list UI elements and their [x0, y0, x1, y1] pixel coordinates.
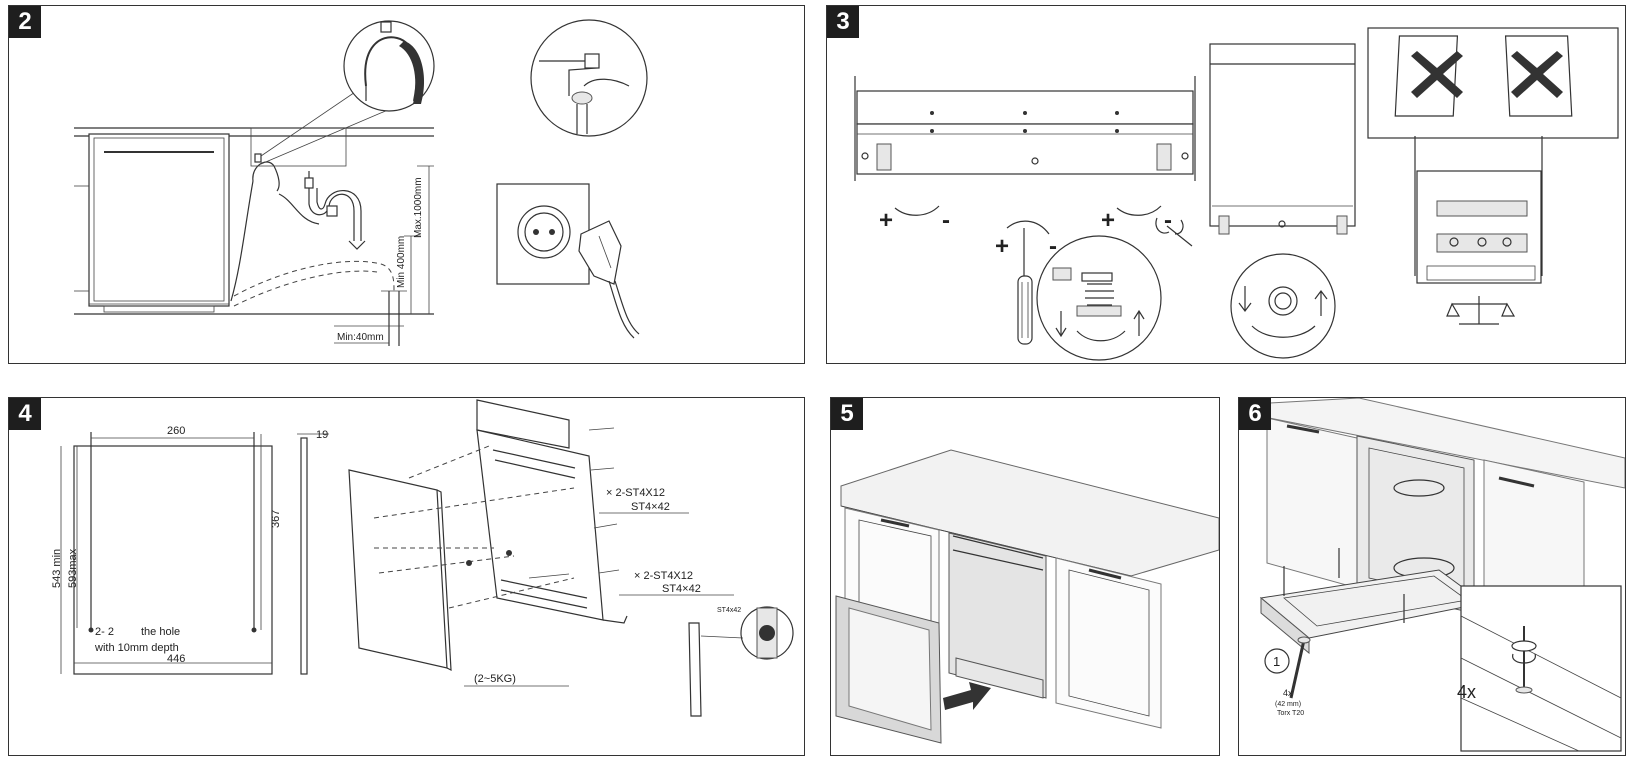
screw-tool: Torx T20 [1277, 710, 1304, 717]
label-min-40: Min:40mm [337, 332, 384, 343]
leveling-rotation-detail [1230, 253, 1336, 359]
door-mounting-frame [476, 429, 604, 621]
screw-quantity: 4x [1283, 688, 1293, 698]
screw-spec-2a: × 2-ST4X12 [634, 570, 693, 582]
plus-sign-left: + [879, 207, 893, 234]
power-socket [496, 183, 590, 285]
slide-in-arrow [943, 682, 991, 710]
panel-step-4: 4 260 367 19 543 min 593max 2- 2 the hol… [8, 397, 805, 756]
step-number-5: 5 [831, 398, 863, 430]
callout-circle [1264, 648, 1290, 674]
minus-sign-left: - [942, 207, 950, 234]
screw-length: (42 mm) [1275, 701, 1301, 708]
step-3-diagram: + - + - + - [854, 27, 1619, 361]
callout-number: 1 [1273, 654, 1280, 669]
step-2-diagram: Max.1000mm Min 400mm Min:40mm [74, 19, 648, 346]
plus-sign-screwdriver: + [995, 233, 1009, 260]
hole-label: the hole [141, 626, 180, 638]
machine-side-view [1209, 43, 1356, 227]
dim-543-min: 543 min [51, 549, 63, 588]
hole-depth-label: with 10mm depth [94, 642, 179, 654]
water-tap-detail [530, 19, 648, 137]
step-number-2: 2 [9, 6, 41, 38]
screw-spec-1a: × 2-ST4X12 [606, 487, 665, 499]
dim-367: 367 [270, 510, 282, 528]
step-number-3: 3 [827, 6, 859, 38]
decor-door-panel [348, 469, 448, 669]
dishwasher-in-niche [948, 532, 1047, 699]
screw-spec-2b: ST4×42 [662, 583, 701, 595]
power-plug [578, 220, 622, 285]
door-panel-template [73, 445, 273, 675]
dim-593-max: 593max [67, 548, 79, 588]
door-top-bracket [476, 399, 570, 449]
weight-label: (2~5KG) [474, 673, 516, 685]
plus-sign-right: + [1101, 207, 1115, 234]
dim-446: 446 [167, 653, 185, 665]
step-number-4: 4 [9, 398, 41, 430]
step-6-diagram: 1 4x (42 mm) Torx T20 4x [1259, 398, 1625, 752]
panel-step-3: 3 + - + - + - [826, 5, 1626, 364]
dishwasher-body [88, 133, 230, 307]
panel-step-6: 6 1 4x (42 mm) Torx T20 [1238, 397, 1626, 756]
detail-quantity: 4x [1457, 682, 1476, 702]
screw-detail-inset [1460, 585, 1622, 752]
dim-260: 260 [167, 425, 185, 437]
minus-sign-right: - [1164, 207, 1172, 234]
open-machine-view [1416, 170, 1542, 284]
screw-spec-1b: ST4×42 [631, 501, 670, 513]
hole-count-label: 2- 2 [95, 626, 114, 638]
label-min-400: Min 400mm [396, 236, 407, 288]
panel-step-5: 5 [830, 397, 1220, 756]
dim-19: 19 [316, 429, 328, 441]
label-max-1000: Max.1000mm [413, 177, 424, 238]
detail-screw-label: ST4x42 [717, 607, 741, 614]
minus-sign-screwdriver: - [1049, 233, 1057, 260]
step-number-6: 6 [1239, 398, 1271, 430]
step-5-diagram [835, 449, 1219, 744]
step-4-diagram: 260 367 19 543 min 593max 2- 2 the hole … [51, 399, 794, 717]
panel-step-2: 2 [8, 5, 805, 364]
